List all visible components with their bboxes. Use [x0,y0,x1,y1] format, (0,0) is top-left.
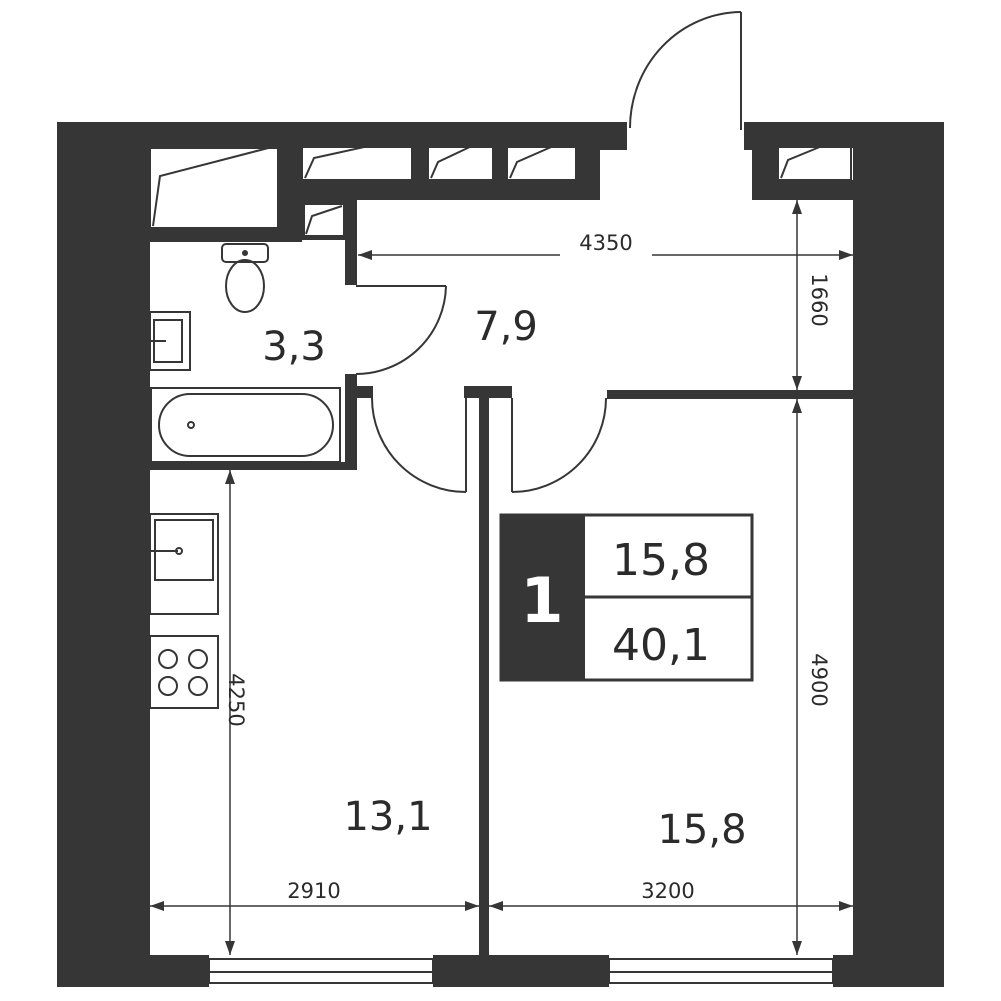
bottom-wall-mid [433,955,609,987]
toilet-tank [221,243,269,263]
stove-icon [149,635,219,709]
burner-3 [158,676,178,696]
bedroom-top-wall [607,390,853,399]
wardrobe-4-door [509,136,575,179]
dim-bg [268,876,360,904]
closet-shelf-wall [300,180,596,200]
burner-4 [188,676,208,696]
dim-arrow [792,376,802,390]
bathroom-bottom-wall [150,462,357,470]
dim-arrow [839,250,853,260]
badge-total-area: 40,1 [612,620,710,671]
dim-arrow [465,901,479,911]
dim-arrow [225,941,235,955]
bathtub-inner [158,393,334,457]
bedroom-door-swing [511,397,607,493]
closet-divider [278,122,302,242]
windows [208,958,834,984]
outer-walls [57,122,944,987]
toilet-bowl-icon [225,259,265,313]
door-jamb-right [744,122,779,150]
interior-walls [150,200,853,956]
wardrobe-3 [427,135,494,181]
kitchen-counter [149,513,219,615]
right-closet-bottom [752,180,853,200]
closet-bottom-wall [150,228,280,242]
wardrobe-5-door [780,134,850,179]
hall-area-label: 7,9 [474,304,538,350]
partition-wall [479,386,489,956]
bedroom-area-label: 15,8 [657,807,746,853]
dim-bg [622,876,714,904]
kitchen-fixtures [149,513,219,709]
wardrobe-1 [149,147,279,229]
badge-rooms-count: 1 [520,564,563,637]
dim-hall-depth: 1660 [807,273,831,326]
bathtub-drain [187,421,195,429]
closet-band [149,122,853,242]
wardrobe-4 [506,135,577,181]
bathtub-icon [150,387,341,463]
wardrobe-1-door [152,145,277,227]
badge-rooms-block [501,515,585,680]
dim-arrow [792,399,802,413]
dim-bg [560,230,652,256]
closet-separator-1 [412,136,428,200]
wardrobe-2 [301,135,413,181]
wardrobe-3-door [430,136,492,179]
burner-2 [188,649,208,669]
wardrobe-2-door [304,136,411,179]
hall-wall-stub [345,386,373,398]
dim-hall-width: 4350 [579,231,632,255]
dim-arrow [792,941,802,955]
summary-badge: 1 15,8 40,1 [499,513,754,682]
closet-end-wall [576,148,600,200]
bottom-wall-left [57,955,209,987]
dim-bedroom-depth: 4900 [807,653,831,706]
right-wall [853,122,944,987]
door-jamb-left [592,122,627,150]
burner-1 [158,649,178,669]
dim-arrow [150,901,164,911]
interior-doors [355,285,607,493]
entrance-door-swing [629,11,742,129]
dim-arrow [792,200,802,214]
bathroom-wall-upper [345,200,357,285]
badge-living-area: 15,8 [612,535,710,586]
dim-arrow [489,901,503,911]
dim-arrow [839,901,853,911]
bathroom-fixtures [149,243,341,463]
toilet-button [242,250,248,256]
small-closet-door [305,205,343,235]
dim-kitchen-width: 2910 [287,879,340,903]
wardrobe-5 [777,133,852,181]
entrance-door[interactable] [629,11,742,130]
kitchen-door-swing [371,397,467,493]
kitchen-area-label: 13,1 [343,794,432,840]
dim-arrow [225,470,235,484]
bathroom-door-swing [355,285,447,375]
left-wall [57,122,150,987]
bottom-wall-right [833,955,944,987]
dim-kitchen-depth: 4250 [224,673,248,726]
closet-separator-2 [493,136,507,200]
dim-arrow [358,250,372,260]
dim-bedroom-width: 3200 [641,879,694,903]
kitchen-sink-drain [175,547,183,555]
bathroom-area-label: 3,3 [262,324,326,370]
